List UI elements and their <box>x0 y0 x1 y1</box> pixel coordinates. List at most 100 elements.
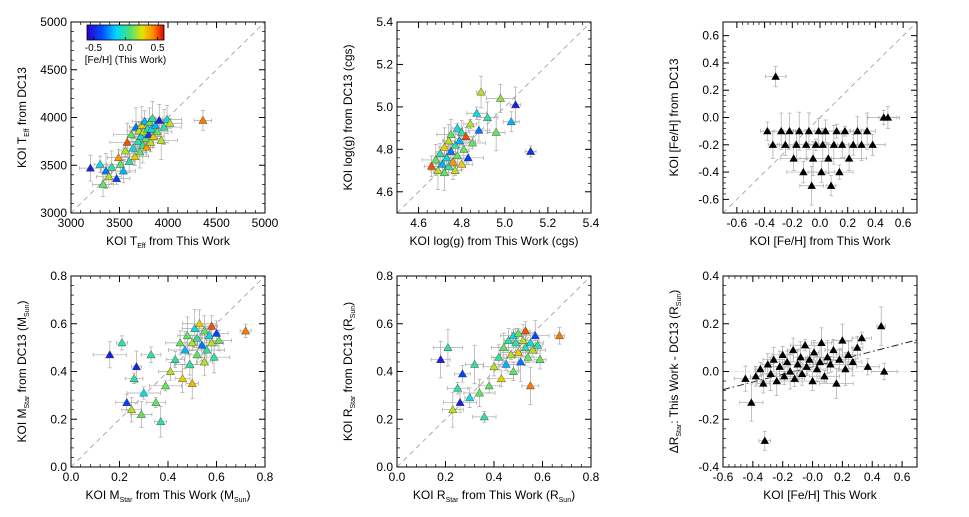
x-tick-label: 0.0 <box>389 470 406 484</box>
data-point <box>817 338 826 346</box>
data-point <box>841 364 850 373</box>
data-point <box>465 393 475 402</box>
x-tick-label: 0.4 <box>867 216 884 230</box>
data-point <box>454 136 465 145</box>
one-to-one-line <box>723 22 917 213</box>
data-point <box>199 357 209 366</box>
y-tick-label: 0.8 <box>50 269 67 283</box>
data-point <box>513 328 523 337</box>
data-point <box>105 350 115 359</box>
data-point <box>117 338 127 347</box>
data-point <box>115 159 126 168</box>
x-tick-label: 5.0 <box>496 216 513 230</box>
data-point <box>474 125 484 134</box>
data-point <box>820 372 829 380</box>
data-point <box>800 341 810 349</box>
data-point <box>131 362 142 371</box>
data-point <box>751 372 761 380</box>
data-point <box>120 146 130 155</box>
data-point <box>457 159 467 168</box>
data-point <box>214 335 224 344</box>
data-point <box>139 388 149 397</box>
data-point <box>513 347 523 356</box>
data-point <box>426 161 437 170</box>
y-tick-label: 0.4 <box>376 365 393 379</box>
x-tick-label: 4.6 <box>410 216 427 230</box>
y-tick-label: 5.0 <box>376 100 393 114</box>
x-tick-label: 0.4 <box>486 470 503 484</box>
x-tick-label: 0.6 <box>895 216 912 230</box>
x-tick-label: -0.4 <box>743 470 764 484</box>
data-point <box>122 137 132 146</box>
y-tick-label: 0.4 <box>702 56 719 70</box>
data-point <box>147 113 158 122</box>
data-point <box>467 138 477 147</box>
y-tick-label: 4.8 <box>376 142 393 156</box>
data-point <box>511 100 521 109</box>
data-point <box>150 120 160 129</box>
data-point <box>124 156 134 165</box>
y-tick-label: 0.2 <box>702 83 719 97</box>
data-point <box>209 352 219 361</box>
data-point <box>207 321 217 330</box>
data-point <box>198 115 208 124</box>
data-point <box>760 436 769 444</box>
data-point <box>741 374 750 382</box>
data-point <box>190 323 200 332</box>
data-point <box>175 338 185 347</box>
data-point <box>506 117 516 126</box>
x-tick-label: 0.6 <box>208 470 225 484</box>
data-point <box>829 345 838 354</box>
data-point <box>518 335 528 344</box>
y-tick-label: 0.0 <box>50 460 67 474</box>
data-point <box>835 167 844 176</box>
data-point <box>446 146 456 155</box>
data-point <box>533 340 543 349</box>
data-point <box>135 147 145 156</box>
data-point <box>142 142 152 151</box>
data-point <box>459 144 469 153</box>
data-point <box>821 126 830 135</box>
data-point <box>778 350 787 358</box>
data-point <box>838 336 847 344</box>
data-point <box>156 417 166 425</box>
data-point <box>848 357 858 366</box>
y-tick-label: 0.8 <box>376 269 393 283</box>
plot-area-dradius <box>723 306 917 451</box>
data-point <box>494 352 504 361</box>
data-point <box>775 362 784 370</box>
data-point <box>446 129 456 138</box>
data-point <box>470 359 480 368</box>
x-tick-label: 0.6 <box>534 470 551 484</box>
x-tick-label: 0.6 <box>894 470 911 484</box>
data-point <box>535 354 545 363</box>
data-point <box>197 340 207 349</box>
colorbar-label: [Fe/H] (This Work) <box>85 55 166 66</box>
data-point <box>793 360 802 368</box>
data-point <box>113 153 124 161</box>
data-point <box>144 130 154 139</box>
data-point <box>823 352 832 361</box>
data-point <box>207 338 217 347</box>
y-axis-label: KOI RStar from DC13 (RSun) <box>341 302 357 441</box>
y-tick-label: -0.4 <box>698 165 719 179</box>
data-point <box>790 374 799 382</box>
data-point <box>844 154 854 162</box>
colorbar-tick-label: -0.5 <box>85 43 103 54</box>
data-point <box>484 381 494 390</box>
data-point <box>450 165 460 174</box>
data-point <box>461 131 471 140</box>
data-point <box>501 359 511 368</box>
data-point <box>107 162 117 171</box>
data-point <box>479 412 489 421</box>
data-point <box>450 140 460 149</box>
data-point <box>204 331 214 340</box>
data-point <box>439 168 449 177</box>
y-tick-label: 4000 <box>40 111 67 125</box>
data-point <box>199 326 209 335</box>
data-point <box>801 140 811 148</box>
